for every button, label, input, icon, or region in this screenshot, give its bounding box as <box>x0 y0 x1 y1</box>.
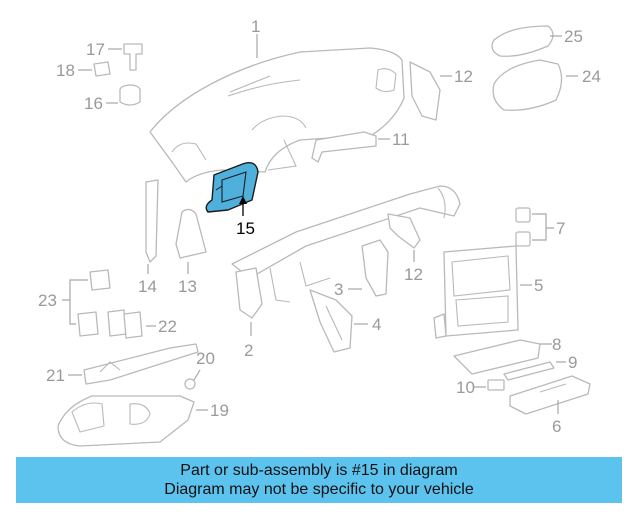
part-17-clip <box>123 43 143 71</box>
callout-6: 6 <box>552 417 561 436</box>
parts-diagram: 1 15 11 12 25 24 17 18 16 <box>38 17 601 447</box>
part-3-bracket <box>361 239 389 297</box>
callout-16: 16 <box>84 94 103 113</box>
callout-9: 9 <box>568 353 577 372</box>
callout-13-upper: 12 <box>454 67 473 86</box>
callout-8: 8 <box>552 335 561 354</box>
part-18-clip <box>93 61 111 77</box>
part-9-strip <box>503 361 555 381</box>
part-22-clips <box>107 309 143 339</box>
part-7-switches <box>515 207 531 247</box>
callout-22: 22 <box>158 317 177 336</box>
part-16-grommet <box>119 84 141 106</box>
leader-line-7 <box>532 213 554 241</box>
part-6-lower-panel <box>509 375 591 415</box>
leader-arrow-15 <box>239 196 247 204</box>
part-23-brackets <box>77 269 111 337</box>
callout-2: 2 <box>244 341 253 360</box>
part-14-pillar-trim <box>145 179 159 263</box>
part-25-cover <box>491 25 554 57</box>
callout-4: 4 <box>372 315 381 334</box>
callout-10: 10 <box>456 378 475 397</box>
part-2-reinforcement <box>231 185 461 319</box>
callout-1: 1 <box>251 17 260 36</box>
leader-line-23 <box>62 279 88 325</box>
callout-3: 3 <box>334 280 343 299</box>
callout-5: 5 <box>534 276 543 295</box>
part-20-fastener <box>184 378 196 390</box>
part-12-bracket <box>387 213 421 249</box>
callout-7: 7 <box>556 219 565 238</box>
part-21-lower-trim <box>83 343 199 385</box>
callout-17: 17 <box>86 40 105 59</box>
callout-12: 12 <box>404 265 423 284</box>
callout-18: 18 <box>56 61 75 80</box>
part-11-bracket <box>311 131 377 163</box>
part-13-side-panel-upper <box>409 61 441 121</box>
callout-13-lower: 13 <box>178 277 197 296</box>
callout-21: 21 <box>46 366 65 385</box>
callout-25: 25 <box>564 27 583 46</box>
part-19-knee-bolster <box>57 395 195 447</box>
info-banner: Part or sub-assembly is #15 in diagram D… <box>16 457 622 503</box>
callout-24: 24 <box>582 67 601 86</box>
part-8-trim-plate <box>453 339 541 375</box>
callout-19: 19 <box>210 401 229 420</box>
part-4-bracket <box>309 289 353 353</box>
callout-11: 11 <box>392 130 410 149</box>
part-13-side-trim-lower <box>175 208 207 259</box>
banner-line-2: Diagram may not be specific to your vehi… <box>164 481 474 498</box>
banner-line-1: Part or sub-assembly is #15 in diagram <box>180 462 458 479</box>
part-10-clip <box>487 379 505 391</box>
part-5-center-bezel <box>433 245 519 339</box>
part-24-glove-box <box>492 59 563 111</box>
callout-15: 15 <box>236 219 255 238</box>
callout-14: 14 <box>138 277 157 296</box>
callout-23: 23 <box>38 291 57 310</box>
part-1-dashboard <box>149 47 405 183</box>
callout-20: 20 <box>196 349 215 368</box>
leader-line-20 <box>193 369 201 381</box>
